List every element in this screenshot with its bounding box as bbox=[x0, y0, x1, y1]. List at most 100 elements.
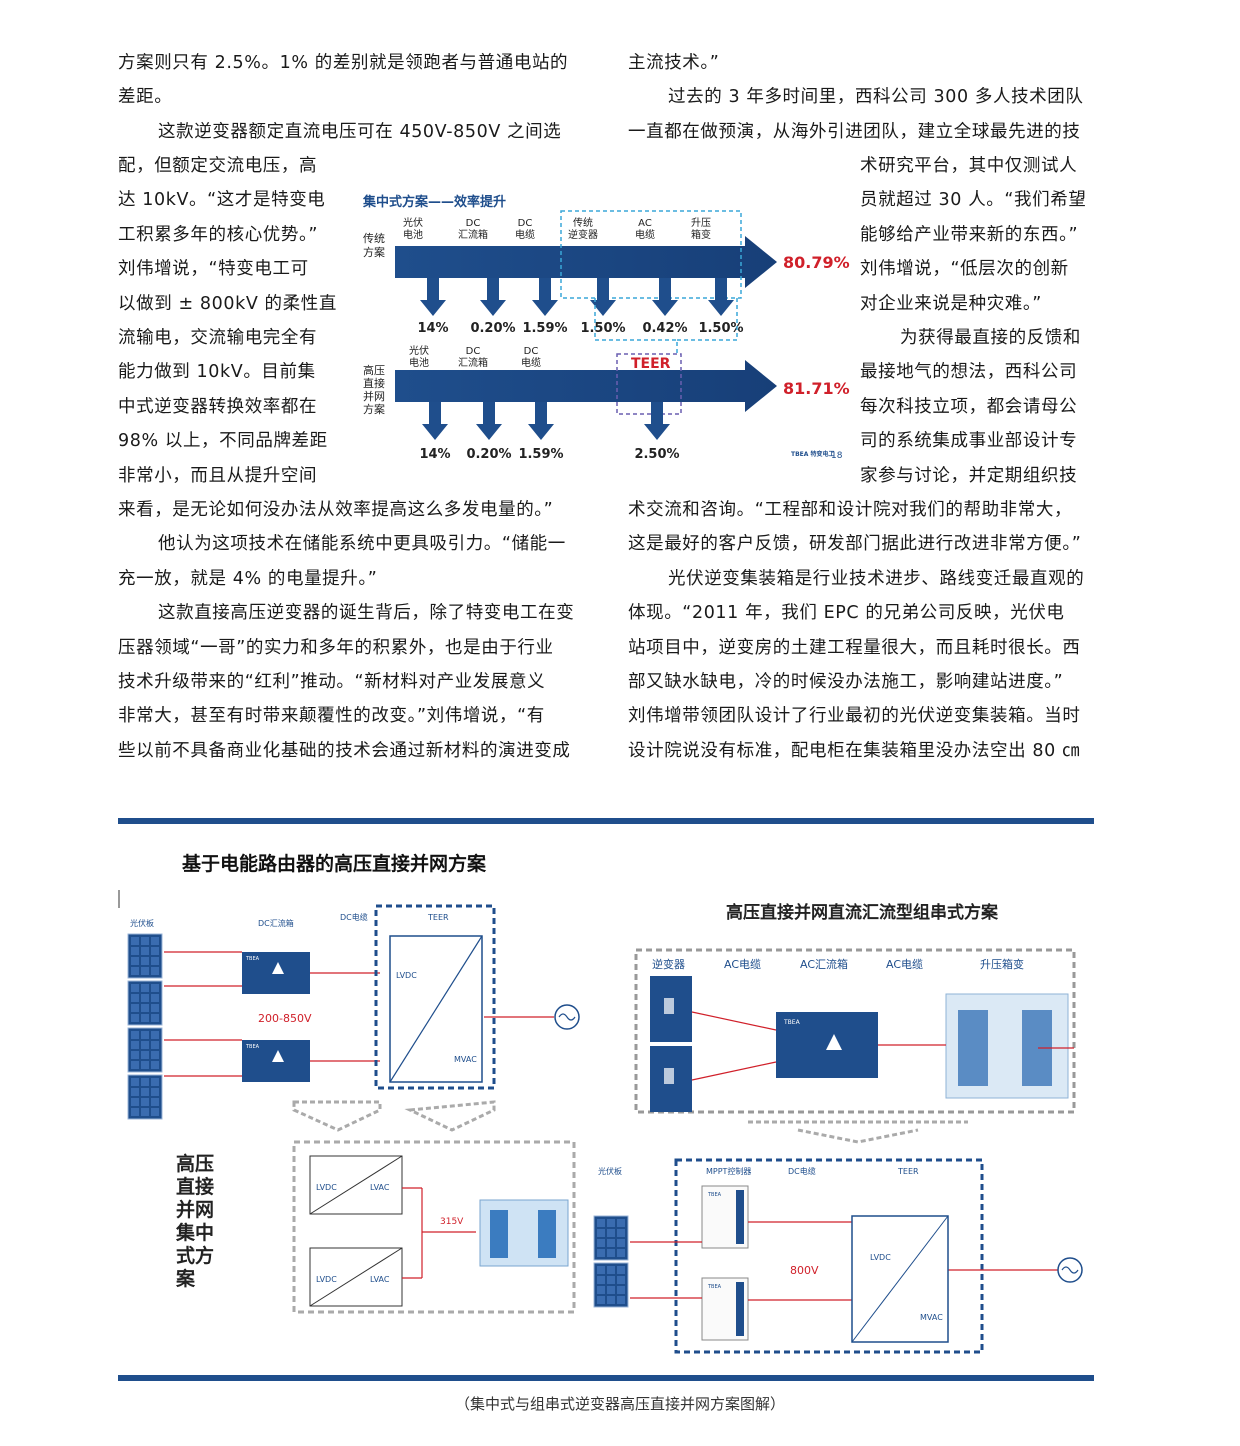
text-line: 光伏逆变集装箱是行业技术进步、路线变迁最直观的 bbox=[668, 569, 1085, 589]
text-line: 来看，是无论如何没办法从效率提高这么多发电量的。” bbox=[118, 500, 554, 520]
text-line: 部又缺水缺电，冷的时候没办法施工，影响建站进度。” bbox=[628, 672, 1064, 692]
l-label-dcbox: DC汇流箱 bbox=[258, 918, 294, 928]
step-up-transformer bbox=[945, 993, 1069, 1099]
text-line: 些以前不具备商业化基础的技术会通过新材料的演进变成 bbox=[118, 741, 571, 761]
inverter-module-1: LVDC LVAC bbox=[309, 1155, 403, 1215]
svg-text:LVDC: LVDC bbox=[396, 971, 417, 980]
text-line: 工积累多年的核心优势。” bbox=[118, 225, 319, 245]
text-line: 98% 以上，不同品牌差距 bbox=[118, 431, 328, 451]
svg-text:AC汇流箱: AC汇流箱 bbox=[800, 957, 848, 971]
fig1-highlight-box bbox=[560, 210, 742, 299]
fig1-down-arrow bbox=[480, 278, 506, 316]
svg-text:MVAC: MVAC bbox=[454, 1055, 477, 1064]
svg-text:TEER: TEER bbox=[897, 1167, 919, 1176]
dc-combiner-box-2: TBEA bbox=[242, 1040, 310, 1082]
svg-text:315V: 315V bbox=[440, 1217, 464, 1227]
fig1-row2-arrow bbox=[395, 360, 777, 412]
svg-text:DC电缆: DC电缆 bbox=[788, 1166, 816, 1176]
text-line: 达 10kV。“这才是特变电 bbox=[118, 190, 326, 210]
text-line: 术研究平台，其中仅测试人 bbox=[860, 156, 1078, 176]
svg-text:TBEA: TBEA bbox=[783, 1019, 801, 1026]
pv-panel-icon bbox=[127, 980, 163, 1026]
text-line: 刘伟增说，“低层次的创新 bbox=[860, 259, 1069, 279]
fig1-row2-value: 0.20% bbox=[466, 447, 511, 462]
fig1-row2-item: 光伏电池 bbox=[409, 344, 429, 369]
svg-text:TBEA: TBEA bbox=[707, 1284, 722, 1290]
fig1-down-arrow bbox=[422, 402, 448, 440]
text-line: 充一放，就是 4% 的电量提升。” bbox=[118, 569, 378, 589]
grid-connection-diagram: 基于电能路由器的高压直接并网方案 光伏板 DC汇流箱 DC电缆 TEER TBE… bbox=[118, 852, 1083, 1354]
svg-text:逆变器: 逆变器 bbox=[652, 957, 685, 971]
fig1-connector bbox=[594, 298, 738, 354]
fig1-down-arrow bbox=[420, 278, 446, 316]
fig1-teer-box bbox=[616, 353, 682, 415]
text-line: 体现。“2011 年，我们 EPC 的兄弟公司反映，光伏电 bbox=[628, 603, 1065, 623]
svg-text:LVAC: LVAC bbox=[370, 1183, 390, 1192]
fig1-row1-item: 升压箱变 bbox=[691, 217, 711, 241]
central-dashed-box bbox=[292, 1140, 576, 1314]
mppt-controller-1: TBEA bbox=[701, 1185, 749, 1249]
text-line: 非常小，而且从提升空间 bbox=[118, 466, 318, 486]
text-line: 差距。 bbox=[118, 87, 173, 107]
text-line: 一直都在做预演，从海外引进团队，建立全球最先进的技 bbox=[628, 122, 1081, 142]
fig1-down-arrow bbox=[644, 402, 670, 440]
svg-text:MPPT控制器: MPPT控制器 bbox=[706, 1166, 751, 1176]
text-line: 技术升级带来的“红利”推动。“新材料对产业发展意义 bbox=[118, 672, 546, 692]
fig1-logo: TBEA 特变电工 bbox=[791, 450, 835, 458]
l-label-pv: 光伏板 bbox=[130, 918, 154, 928]
svg-text:LVDC: LVDC bbox=[316, 1183, 337, 1192]
svg-text:光伏板: 光伏板 bbox=[598, 1166, 622, 1176]
fig1-row1-item: 传统逆变器 bbox=[568, 216, 598, 241]
fig1-down-arrow bbox=[590, 278, 616, 316]
merge-arrow-right bbox=[748, 1120, 968, 1144]
l-label-teer: TEER bbox=[427, 913, 449, 922]
container-transformer bbox=[479, 1199, 569, 1267]
fig1-row2-label: 高压直接并网方案 bbox=[363, 363, 385, 416]
text-line: 这是最好的客户反馈，研发部门据此进行改进非常方便。” bbox=[628, 534, 1082, 554]
fig1-teer-label: TEER bbox=[631, 356, 671, 372]
fig2-right-title: 高压直接并网直流汇流型组串式方案 bbox=[726, 902, 999, 923]
svg-text:LVAC: LVAC bbox=[370, 1275, 390, 1284]
fig1-down-arrow bbox=[528, 402, 554, 440]
text-line: 这款逆变器额定直流电压可在 450V-850V 之间选 bbox=[158, 122, 562, 142]
grid-symbol-2 bbox=[1057, 1257, 1083, 1283]
text-line: 中式逆变器转换效率都在 bbox=[118, 397, 318, 417]
fig1-row1-value: 14% bbox=[417, 321, 448, 336]
text-line: 站项目中，逆变房的土建工程量很大，而且耗时很长。西 bbox=[628, 638, 1081, 658]
fig1-row1-item: 光伏电池 bbox=[403, 216, 423, 241]
mppt-controller-2: TBEA bbox=[701, 1277, 749, 1341]
text-line: 每次科技立项，都会请母公 bbox=[860, 397, 1078, 417]
fig1-row1-value: 1.50% bbox=[698, 321, 743, 336]
text-line: 为获得最直接的反馈和 bbox=[900, 328, 1081, 348]
text-line: 刘伟增带领团队设计了行业最初的光伏逆变集装箱。当时 bbox=[628, 706, 1081, 726]
svg-text:AC电缆: AC电缆 bbox=[724, 958, 761, 971]
text-line: 对企业来说是种灾难。” bbox=[860, 294, 1042, 314]
pv-panel-icon bbox=[127, 1074, 163, 1120]
text-line: 以做到 ± 800kV 的柔性直 bbox=[118, 294, 337, 314]
fig1-title: 集中式方案——效率提升 bbox=[362, 194, 506, 210]
text-line: 员就超过 30 人。“我们希望 bbox=[860, 190, 1087, 210]
text-line: 压器领域“一哥”的实力和多年的积累外，也是由于行业 bbox=[118, 638, 554, 658]
text-line: 配，但额定交流电压，高 bbox=[118, 156, 318, 176]
fig1-row1-value: 1.50% bbox=[580, 321, 625, 336]
bottom-rule bbox=[118, 1375, 1094, 1381]
text-line: 司的系统集成事业部设计专 bbox=[860, 431, 1078, 451]
fig1-row1-label: 传统方案 bbox=[363, 232, 385, 259]
fig1-down-arrow bbox=[532, 278, 558, 316]
text-line: 设计院说没有标准，配电柜在集装箱里没办法空出 80 ㎝ bbox=[628, 741, 1081, 761]
ac-combiner-box: TBEA bbox=[776, 1012, 878, 1078]
inverter-1 bbox=[650, 976, 692, 1042]
figure-caption: （集中式与组串式逆变器高压直接并网方案图解） bbox=[454, 1395, 785, 1413]
text-line: 能够给产业带来新的东西。” bbox=[860, 225, 1079, 245]
text-line: 他认为这项技术在储能系统中更具吸引力。“储能一 bbox=[158, 534, 566, 554]
fig2-bottom-left-title: 高压直接并网集中式方案 bbox=[175, 1152, 214, 1290]
pv-panel-icon bbox=[127, 933, 163, 979]
text-line: 非常大，甚至有时带来颠覆性的改变。”刘伟增说，“有 bbox=[118, 706, 545, 726]
